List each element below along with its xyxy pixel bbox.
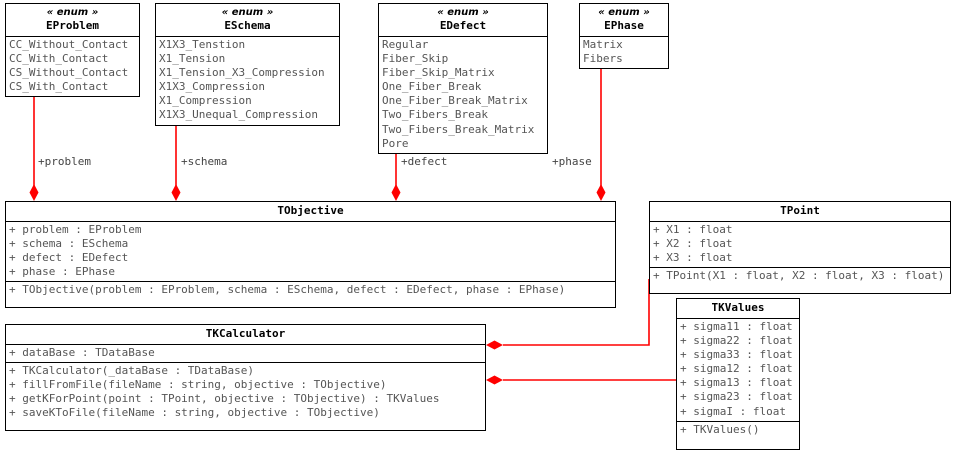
compartment-operations-tobjective: + TObjective(problem : EProblem, schema … [6,281,615,308]
compartment-attributes-tobjective: + problem : EProblem + schema : ESchema … [6,222,615,282]
attribute-row: + schema : ESchema [9,237,129,251]
edge-label-problem: +problem [38,155,91,168]
class-name-label: EPhase [604,19,644,32]
class-box-tkvalues[interactable]: TKValues + sigma11 : float + sigma22 : f… [676,298,800,450]
compartment-operations-tpoint: + TPoint(X1 : float, X2 : float, X3 : fl… [650,267,950,294]
class-name-label: EDefect [439,19,487,32]
stereotype-label: « enum » [598,7,650,18]
class-header-eproblem: « enum » EProblem [6,4,139,37]
enum-literal: X1_Tension_X3_Compression [159,66,325,80]
class-name-label: ESchema [224,19,271,32]
compartment-literals-eproblem: CC_Without_Contact CC_With_Contact CS_Wi… [6,37,139,97]
class-box-tkcalculator[interactable]: TKCalculator + dataBase : TDataBase + TK… [5,324,486,432]
compartment-literals-edefect: Regular Fiber_Skip Fiber_Skip_Matrix One… [379,37,547,153]
stereotype-label: « enum » [46,7,99,18]
enum-literal: CC_With_Contact [9,52,109,66]
edge-label-phase: +phase [552,155,592,168]
class-header-tpoint: TPoint [650,202,950,222]
attribute-row: + sigma12 : float [680,362,793,376]
class-box-edefect[interactable]: « enum » EDefect Regular Fiber_Skip Fibe… [378,3,548,154]
enum-literal: One_Fiber_Break_Matrix [382,94,528,108]
enum-literal: Fibers [583,52,623,66]
attribute-row: + defect : EDefect [9,251,129,265]
enum-literal: CC_Without_Contact [9,38,129,51]
enum-literal: X1X3_Compression [159,80,265,94]
compartment-literals-eschema: X1X3_Tenstion X1_Tension X1_Tension_X3_C… [156,37,339,125]
enum-literal: One_Fiber_Break [382,80,482,94]
operation-row: + TKCalculator(_dataBase : TDataBase) [9,364,255,378]
enum-literal: Fiber_Skip [382,52,449,66]
compartment-literals-ephase: Matrix Fibers [580,37,668,69]
attribute-row: + sigma22 : float [680,334,793,348]
enum-literal: Regular [382,38,429,51]
attribute-row: + dataBase : TDataBase [9,346,155,359]
class-name-label: TPoint [780,204,820,217]
operation-row: + saveKToFile(fileName : string, objecti… [9,406,380,420]
attribute-row: + problem : EProblem [9,223,142,236]
enum-literal: CS_Without_Contact [9,66,129,80]
enum-literal: X1_Tension [159,52,226,66]
class-header-tkcalculator: TKCalculator [6,325,485,345]
attribute-row: + sigma11 : float [680,320,793,333]
enum-literal: CS_With_Contact [9,80,109,94]
attribute-row: + X2 : float [653,237,733,251]
class-header-eschema: « enum » ESchema [156,4,339,37]
edge-kvalues [486,375,676,385]
edge-label-schema: +schema [181,155,228,168]
enum-literal: X1X3_Unequal_Compression [159,108,318,122]
attribute-row: + X3 : float [653,251,733,265]
class-name-label: TKValues [711,301,765,314]
compartment-attributes-tkcalculator: + dataBase : TDataBase [6,345,485,363]
enum-literal: X1_Compression [159,94,252,108]
compartment-attributes-tpoint: + X1 : float + X2 : float + X3 : float [650,222,950,268]
attribute-row: + phase : EPhase [9,265,115,279]
compartment-operations-tkvalues: + TKValues() [677,420,799,449]
edge-phase [596,60,606,201]
operation-row: + fillFromFile(fileName : string, object… [9,378,387,392]
edge-label-defect: +defect [401,155,448,168]
class-header-ephase: « enum » EPhase [580,4,668,37]
edge-schema [171,116,181,201]
class-name-label: TObjective [277,204,344,217]
operation-row: + TKValues() [680,422,760,436]
enum-literal: Fiber_Skip_Matrix [382,66,495,80]
enum-literal: Two_Fibers_Break [382,108,488,122]
class-name-label: EProblem [46,19,99,32]
class-box-eproblem[interactable]: « enum » EProblem CC_Without_Contact CC_… [5,3,140,98]
attribute-row: + X1 : float [653,223,733,236]
attribute-row: + sigma23 : float [680,390,793,404]
compartment-operations-tkcalculator: + TKCalculator(_dataBase : TDataBase) + … [6,362,485,431]
stereotype-label: « enum » [221,7,274,18]
enum-literal: Matrix [583,38,623,51]
attribute-row: + sigmaI : float [680,404,786,418]
class-box-ephase[interactable]: « enum » EPhase Matrix Fibers [579,3,669,70]
class-box-tobjective[interactable]: TObjective + problem : EProblem + schema… [5,201,616,309]
enum-literal: Two_Fibers_Break_Matrix [382,122,535,136]
class-box-tpoint[interactable]: TPoint + X1 : float + X2 : float + X3 : … [649,201,951,295]
class-box-eschema[interactable]: « enum » ESchema X1X3_Tenstion X1_Tensio… [155,3,340,126]
class-name-label: TKCalculator [205,327,286,340]
attribute-row: + sigma33 : float [680,348,793,362]
attribute-row: + sigma13 : float [680,376,793,390]
stereotype-label: « enum » [437,7,489,18]
operation-row: + getKForPoint(point : TPoint, objective… [9,392,440,406]
class-header-edefect: « enum » EDefect [379,4,547,37]
class-header-tobjective: TObjective [6,202,615,222]
enum-literal: Pore [382,136,409,150]
operation-row: + TPoint(X1 : float, X2 : float, X3 : fl… [653,269,945,283]
operation-row: + TObjective(problem : EProblem, schema … [9,283,566,297]
enum-literal: X1X3_Tenstion [159,38,246,51]
class-header-tkvalues: TKValues [677,299,799,319]
edge-problem [29,92,39,201]
compartment-attributes-tkvalues: + sigma11 : float + sigma22 : float + si… [677,319,799,421]
